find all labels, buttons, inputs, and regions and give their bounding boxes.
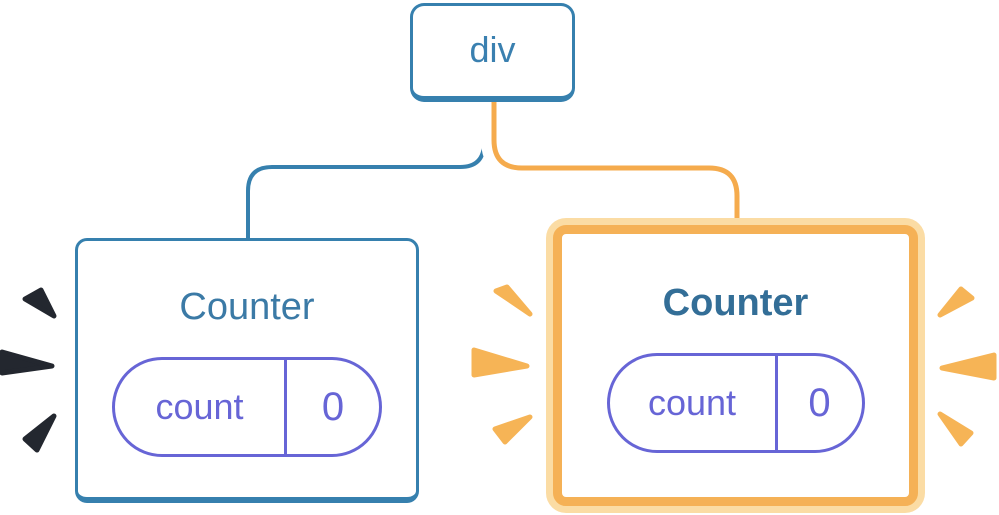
state-pill-left: count 0 bbox=[112, 357, 382, 457]
counter-title-left: Counter bbox=[179, 286, 315, 328]
state-pill-divider-left bbox=[284, 360, 287, 454]
counter-card-left: Counter count 0 bbox=[75, 238, 419, 503]
counter-card-right-highlighted: Counter count 0 bbox=[553, 225, 918, 506]
sparkle-burst-right-card-right-icon bbox=[937, 286, 997, 447]
div-node-label: div bbox=[469, 29, 516, 70]
state-pill-right: count 0 bbox=[606, 353, 865, 453]
sparkle-burst-right-card-left-icon bbox=[471, 284, 533, 445]
state-pill-divider-right bbox=[774, 356, 778, 450]
sparkle-burst-left-dark-icon bbox=[0, 287, 57, 453]
tree-node-div: div bbox=[410, 3, 575, 102]
state-value-right: 0 bbox=[808, 380, 831, 425]
state-key-left: count bbox=[155, 386, 244, 427]
state-key-right: count bbox=[647, 382, 737, 423]
connector-right-orange bbox=[491, 60, 740, 245]
state-value-left: 0 bbox=[321, 384, 345, 429]
counter-title-right: Counter bbox=[662, 282, 809, 324]
